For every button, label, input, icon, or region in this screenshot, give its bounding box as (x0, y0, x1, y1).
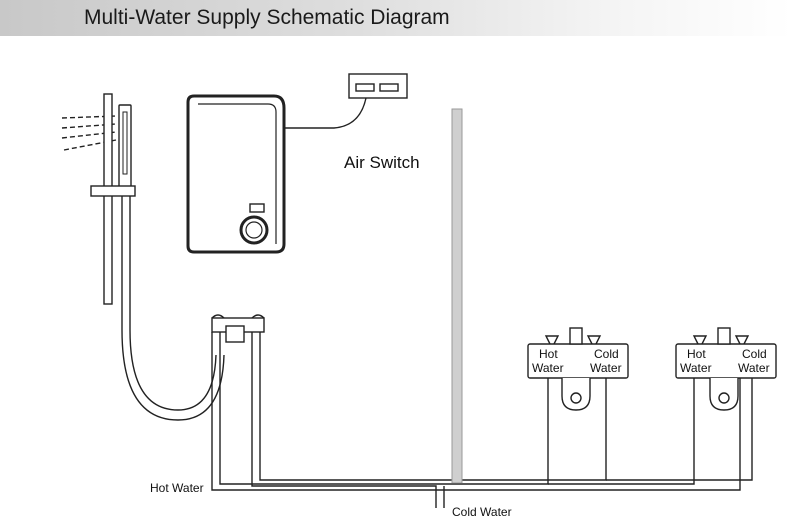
faucet-2-hot-label-2: Water (680, 361, 712, 375)
title-bar: Multi-Water Supply Schematic Diagram (0, 0, 792, 36)
power-cable (284, 97, 367, 129)
shower-hose (121, 196, 225, 421)
faucet-2-hot-label: Hot (687, 347, 706, 361)
cold-water-inlet-label: Cold Water (452, 505, 512, 519)
shower-rail (90, 93, 136, 305)
water-heater (186, 94, 286, 254)
hot-water-inlet-label: Hot Water (150, 481, 204, 495)
faucet-1 (527, 327, 629, 411)
diagram-title: Multi-Water Supply Schematic Diagram (84, 6, 450, 29)
faucet-1-hot-label: Hot (539, 347, 558, 361)
cold-water-pipe (251, 332, 437, 508)
air-switch-label: Air Switch (344, 153, 420, 172)
faucet-2-cold-label-2: Water (738, 361, 770, 375)
faucet-1-cold-label-2: Water (590, 361, 622, 375)
hot-water-pipe (211, 332, 741, 491)
faucet-1-hot-label-2: Water (532, 361, 564, 375)
shower-mixer-valve (211, 314, 265, 343)
air-switch-box (348, 73, 408, 99)
faucet-2 (675, 327, 777, 411)
faucet-1-cold-label: Cold (594, 347, 619, 361)
wall-divider (451, 108, 463, 484)
shower-head-icon (61, 104, 132, 188)
faucet-2-cold-label: Cold (742, 347, 767, 361)
